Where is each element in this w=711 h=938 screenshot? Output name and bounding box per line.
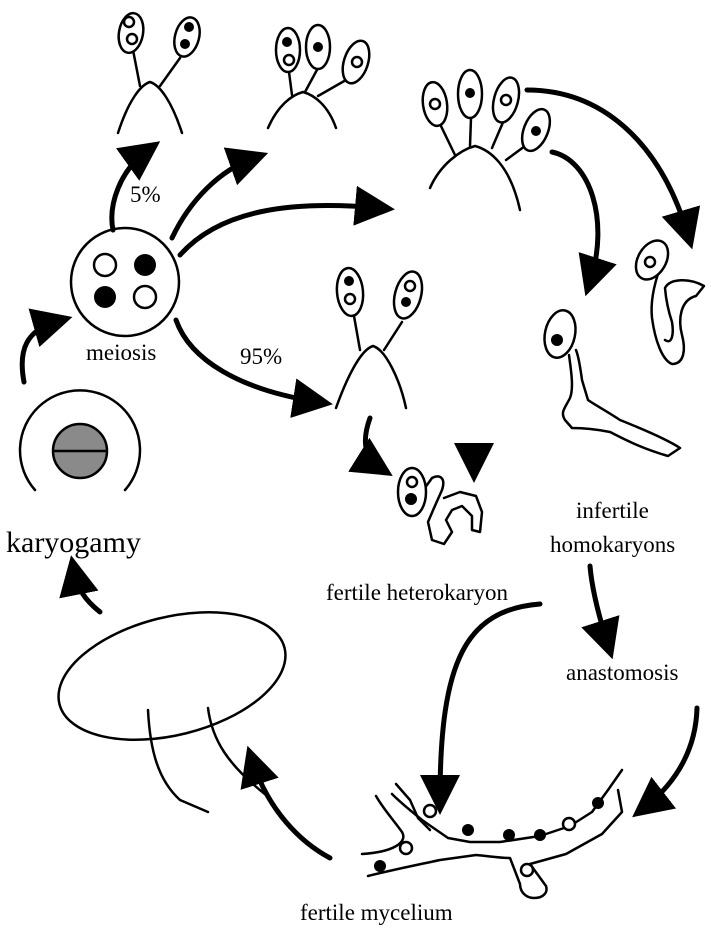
basidium-two-spore-top (116, 11, 204, 133)
label-fertile-mycelium: fertile mycelium (300, 900, 453, 925)
arrows (22, 90, 697, 858)
homokaryon-germling-1 (540, 307, 680, 456)
meiosis-cell (71, 228, 179, 336)
label-karyogamy: karyogamy (6, 526, 141, 559)
spore-homo-1 (540, 307, 579, 360)
spore-top-right (170, 15, 204, 60)
arrow-homokaryons-to-anastomosis (590, 566, 608, 645)
arrow-mushroom-to-karyogamy (74, 570, 100, 612)
spore-mid-right (389, 268, 427, 321)
label-fertile-heterokaryon: fertile heterokaryon (326, 580, 508, 605)
mushroom-cap (45, 591, 299, 762)
fertile-mycelium (362, 770, 622, 898)
arrow-basidium-to-germling (365, 418, 380, 468)
spore-germ-mid (398, 468, 426, 516)
label-95-percent: 95% (240, 344, 282, 369)
arrow-meiosis-to-basidium-3 (180, 205, 380, 255)
label-infertile: infertile (576, 498, 649, 523)
arrow-basidium-to-homokaryon-2 (527, 90, 688, 235)
arrow-anastomosis-to-mycelium (644, 708, 697, 808)
arrow-homokaryon-small (465, 452, 474, 468)
label-meiosis: meiosis (86, 340, 156, 365)
karyogamy-cell (20, 390, 140, 490)
label-anastomosis: anastomosis (566, 660, 678, 685)
label-5-percent: 5% (130, 182, 161, 207)
homokaryon-germling-2 (629, 235, 704, 364)
arrow-basidium-to-homokaryon-1 (552, 152, 598, 282)
arrow-mycelium-to-mushroom (252, 760, 330, 858)
arrow-meiosis-to-basidium-2 (172, 158, 254, 238)
basidium-three-spore (268, 25, 374, 128)
label-homokaryons: homokaryons (550, 532, 675, 557)
basidium-two-spore-middle (335, 267, 427, 408)
arrow-heterokaryon-to-mycelium (440, 604, 540, 800)
spore-mid-left (335, 267, 365, 317)
germinating-heterokaryon-spore (398, 468, 482, 544)
arrow-karyogamy-to-meiosis (22, 321, 58, 382)
